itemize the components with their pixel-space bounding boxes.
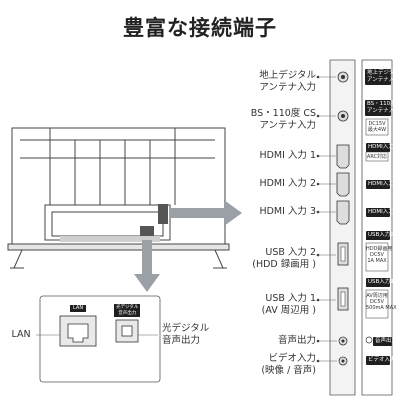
leader-lines xyxy=(318,76,337,362)
tag-terrestrial: 地上デジタル アンテナ入力 xyxy=(365,69,400,85)
label-hdmi3-line1: HDMI 入力 3 xyxy=(259,206,316,217)
label-audio-out: 音声出力 xyxy=(228,335,316,347)
tag-usb2: USB入力2 xyxy=(366,231,394,240)
tv-outline xyxy=(11,127,226,245)
side-terminal-block xyxy=(158,204,168,224)
label-video-in-line2: (映像 / 音声) xyxy=(261,365,316,376)
tag-terrestrial-line2: アンテナ入力 xyxy=(367,77,400,83)
label-usb2-line1: USB 入力 2 xyxy=(265,247,316,258)
tag-usb1: USB入力1 xyxy=(366,278,394,287)
tag-usb1-sub-line3: 500mA MAX xyxy=(366,305,397,311)
label-hdmi1-line1: HDMI 入力 1 xyxy=(259,150,316,161)
label-video-in: ビデオ入力 (映像 / 音声) xyxy=(228,353,316,377)
label-bs-cs-line1: BS・110度 CS xyxy=(250,108,316,119)
tag-bs-line1: BS・110度CS xyxy=(367,101,400,107)
arrow-right xyxy=(170,200,242,226)
label-usb1-line2: (AV 周辺用 ) xyxy=(261,305,316,316)
bottom-vent xyxy=(60,236,160,242)
label-lan: LAN xyxy=(11,329,31,340)
page-title: 豊富な接続端子 xyxy=(123,16,277,40)
tag-hdmi2: HDMI入力2 xyxy=(366,180,398,189)
label-bs-cs-line2: アンテナ入力 xyxy=(259,120,316,131)
bs-sub-box xyxy=(365,118,389,136)
tag-usb1-sub-line2: DC5V xyxy=(370,299,384,305)
tv-stand-right xyxy=(214,249,224,269)
label-optical-line2: 音声出力 xyxy=(162,335,201,346)
usb1-sub-box xyxy=(365,289,389,319)
hdmi1-port xyxy=(336,144,350,169)
tv-bottom-bezel xyxy=(7,243,230,251)
label-usb1: USB 入力 1 (AV 周辺用 ) xyxy=(228,293,316,317)
tag-usb1-sub: AV周辺用 DC5V 500mA MAX xyxy=(366,293,397,311)
tag-hdmi1: HDMI入力1 xyxy=(366,143,398,152)
label-optical-line1: 光デジタル xyxy=(162,323,210,334)
label-hdmi2: HDMI 入力 2 xyxy=(228,178,316,190)
tag-usb2-sub-line3: 1A MAX xyxy=(367,258,387,264)
tag-bs-sub-line2: 最大4W xyxy=(367,127,387,133)
tag-video: ビデオ入力 xyxy=(366,356,396,365)
label-usb2: USB 入力 2 (HDD 録画用 ) xyxy=(228,247,316,271)
headphone-icon xyxy=(365,336,373,344)
tag-optical-line2: 音声出力 xyxy=(118,310,137,316)
tag-usb2-sub-line2: DC5V xyxy=(370,252,384,258)
hdmi1-sub-box xyxy=(365,151,389,162)
tag-hdmi3: HDMI入力3 xyxy=(366,208,398,217)
bottom-port-panel xyxy=(39,295,161,383)
tag-bs-sub: DC15V 最大4W xyxy=(366,121,388,133)
tag-optical: 光デジタル 音声出力 xyxy=(114,304,141,317)
label-terrestrial-line1: 地上デジタル xyxy=(259,70,316,81)
inner-frame-2 xyxy=(51,211,164,237)
label-video-in-line1: ビデオ入力 xyxy=(268,353,316,364)
tag-optical-line1: 光デジタル xyxy=(116,305,139,310)
tv-stand-left xyxy=(13,249,23,269)
arrow-down xyxy=(134,240,160,292)
label-hdmi2-line1: HDMI 入力 2 xyxy=(259,178,316,189)
label-usb1-line1: USB 入力 1 xyxy=(265,293,316,304)
tag-lan: LAN xyxy=(70,305,87,312)
tag-bs-sub-line1: DC15V xyxy=(368,121,386,127)
tag-usb1-sub-line1: AV周辺用 xyxy=(366,293,388,299)
label-terrestrial-line2: アンテナ入力 xyxy=(259,82,316,93)
hdmi2-port xyxy=(336,172,350,197)
tag-usb2-sub-line1: HDD録画用 xyxy=(366,246,393,252)
tag-audio: 音声出力 xyxy=(373,337,398,346)
leader-markers xyxy=(316,75,320,363)
tv-rear xyxy=(7,127,230,269)
tag-hdmi1-sub: ARC対応 xyxy=(366,154,388,160)
tag-terrestrial-line1: 地上デジタル xyxy=(367,70,400,76)
label-usb2-line2: (HDD 録画用 ) xyxy=(252,259,316,270)
tag-bs: BS・110度CS アンテナ入力 xyxy=(365,100,400,116)
label-hdmi1: HDMI 入力 1 xyxy=(228,150,316,162)
label-bs-cs: BS・110度 CS アンテナ入力 xyxy=(228,108,316,132)
label-audio-out-line1: 音声出力 xyxy=(277,335,316,346)
hdmi3-port xyxy=(336,200,350,225)
usb2-sub-box xyxy=(365,242,389,272)
inner-frame xyxy=(44,204,171,241)
label-hdmi3: HDMI 入力 3 xyxy=(228,206,316,218)
tag-bs-line2: アンテナ入力 xyxy=(367,108,400,114)
bottom-terminal-block xyxy=(140,226,154,236)
label-terrestrial: 地上デジタル アンテナ入力 xyxy=(228,70,316,94)
tag-usb2-sub: HDD録画用 DC5V 1A MAX xyxy=(366,246,393,264)
label-optical: 光デジタル 音声出力 xyxy=(162,323,228,347)
right-port-panel xyxy=(329,59,356,396)
